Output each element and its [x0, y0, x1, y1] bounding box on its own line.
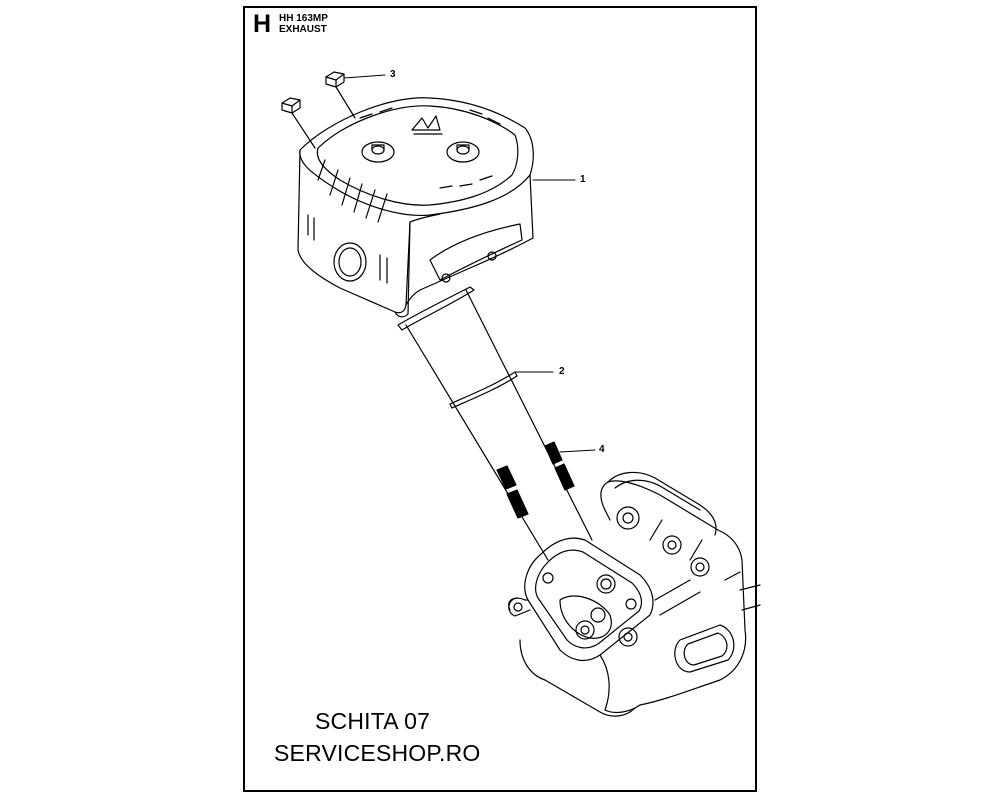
- muffler: [297, 97, 534, 331]
- callout-3: 3: [390, 69, 396, 80]
- caption-website: SERVICESHOP.RO: [274, 740, 481, 766]
- leader-lines: [343, 74, 596, 453]
- model-name: HH 163MP: [279, 13, 328, 24]
- assembly-name: EXHAUST: [279, 24, 327, 35]
- section-letter: H: [253, 10, 272, 38]
- gasket: [449, 371, 518, 409]
- callout-4: 4: [599, 444, 605, 455]
- caption-schita: SCHITA 07: [315, 708, 431, 734]
- nuts: [281, 71, 356, 149]
- stud-centerlines: [405, 289, 593, 561]
- callout-2: 2: [559, 366, 565, 377]
- diagram-title: HH 163MP EXHAUST: [279, 13, 328, 35]
- callout-1: 1: [580, 174, 586, 185]
- diagram-frame: [243, 6, 757, 792]
- studs: [496, 441, 575, 519]
- cylinder-head: [508, 471, 761, 717]
